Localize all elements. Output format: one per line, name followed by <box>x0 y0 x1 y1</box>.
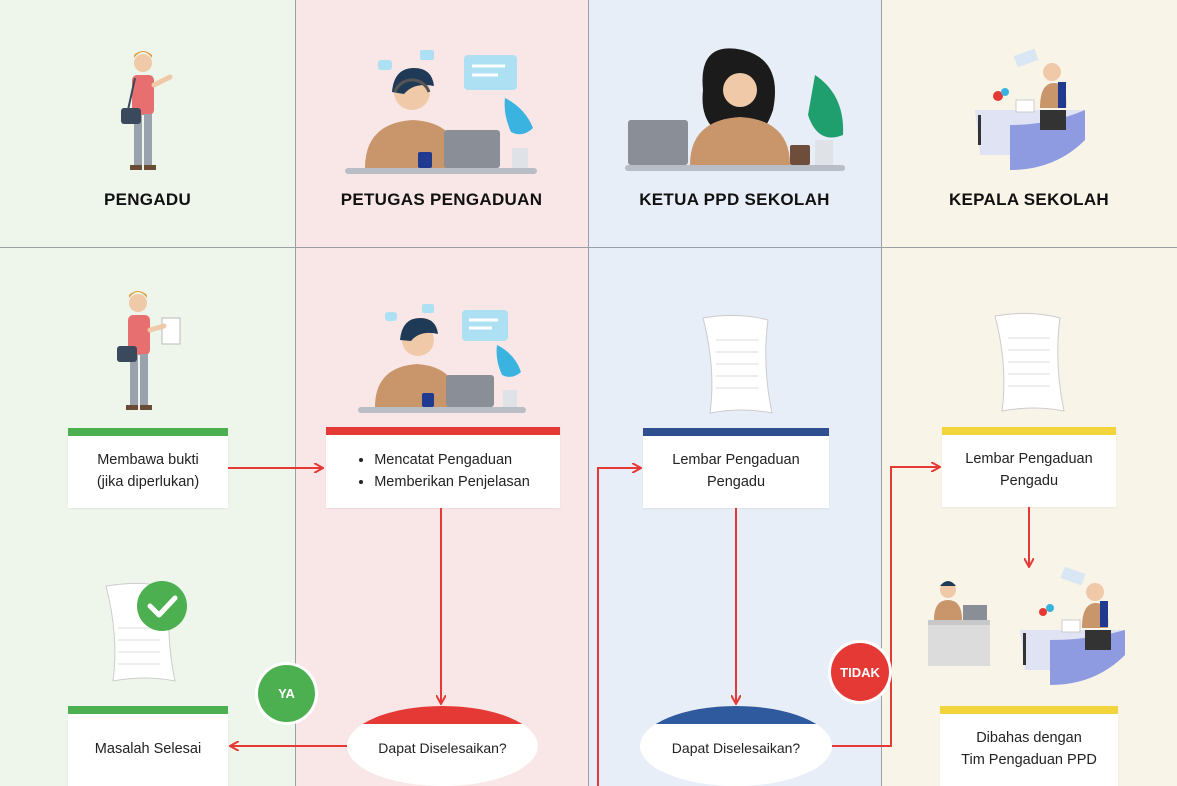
step-dibahas-label: Dibahas dengan Tim Pengaduan PPD <box>961 730 1097 768</box>
action-item: Mencatat Pengaduan <box>374 449 530 471</box>
lane-petugas-pengaduan <box>295 0 588 786</box>
badge-ya: YA <box>258 665 315 722</box>
step-membawa-bukti: Membawa bukti (jika diperlukan) <box>68 428 228 508</box>
decision-ketua: Dapat Diselesaikan? <box>640 706 832 786</box>
lane-title-kepala: KEPALA SEKOLAH <box>948 190 1110 209</box>
petugas-action-list: Mencatat Pengaduan Memberikan Penjelasan <box>356 443 530 493</box>
action-item: Memberikan Penjelasan <box>374 471 530 493</box>
decision-petugas: Dapat Diselesaikan? <box>347 706 538 786</box>
lane-divider <box>881 0 882 786</box>
lane-title-petugas: PETUGAS PENGADUAN <box>340 190 543 209</box>
lane-title-pengadu: PENGADU <box>103 190 192 209</box>
lane-kepala-sekolah <box>881 0 1177 786</box>
step-lembar-kepala-label: Lembar Pengaduan Pengadu <box>965 451 1093 489</box>
lane-divider <box>588 0 589 786</box>
step-petugas-actions: Mencatat Pengaduan Memberikan Penjelasan <box>326 427 560 508</box>
step-lembar-ketua-label: Lembar Pengaduan Pengadu <box>672 452 800 490</box>
step-lembar-pengaduan-kepala: Lembar Pengaduan Pengadu <box>942 427 1116 507</box>
badge-tidak: TIDAK <box>831 643 889 701</box>
decision-ketua-label: Dapat Diselesaikan? <box>671 740 801 756</box>
lane-title-ketua: KETUA PPD SEKOLAH <box>639 190 830 209</box>
step-masalah-selesai: Masalah Selesai <box>68 706 228 786</box>
step-membawa-label: Membawa bukti (jika diperlukan) <box>96 452 200 490</box>
step-lembar-pengaduan-ketua: Lembar Pengaduan Pengadu <box>643 428 829 508</box>
step-selesai-label: Masalah Selesai <box>94 741 202 757</box>
step-dibahas: Dibahas dengan Tim Pengaduan PPD <box>940 706 1118 786</box>
lane-pengadu <box>0 0 295 786</box>
lane-divider <box>295 0 296 786</box>
decision-petugas-label: Dapat Diselesaikan? <box>378 740 507 756</box>
header-divider <box>0 247 1177 248</box>
